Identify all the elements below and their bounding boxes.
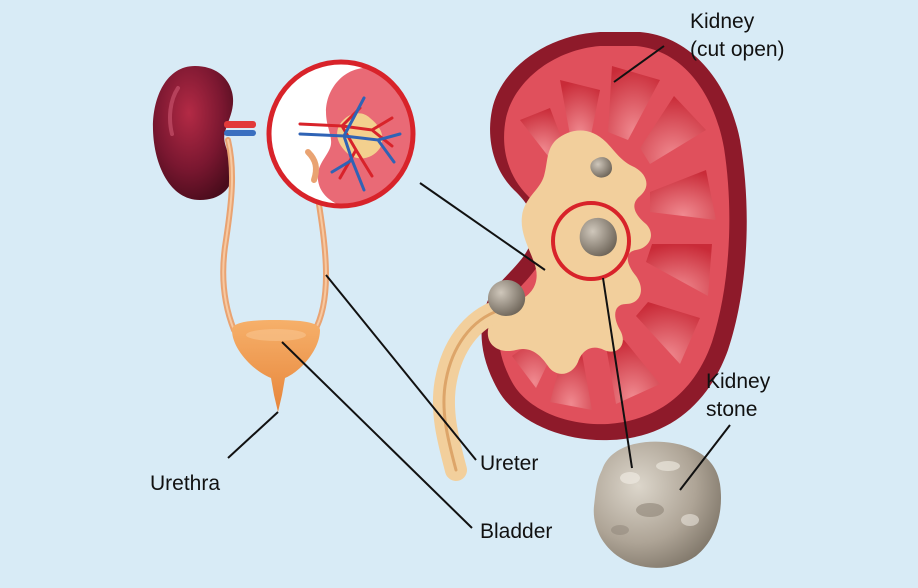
label-ureter: Ureter (480, 452, 539, 475)
leader-kidney-stone (679, 424, 731, 491)
leader-zoom-to-kidney (419, 182, 546, 271)
label-kidney-cut-open-line2: (cut open) (690, 38, 785, 61)
zoom-circle (266, 59, 416, 209)
label-bladder: Bladder (480, 520, 553, 543)
label-kidney-cut-open-line1: Kidney (690, 10, 755, 33)
large-kidney-stone (593, 441, 721, 568)
leader-bladder (281, 341, 473, 529)
leader-ureter (325, 274, 477, 461)
leader-urethra (227, 411, 279, 459)
label-kidney-stone-line2: stone (706, 398, 758, 421)
leader-lines (227, 45, 731, 529)
leader-stone-detail (602, 277, 633, 469)
bladder-shape (232, 320, 320, 412)
label-kidney-stone-line1: Kidney (706, 370, 771, 393)
large-kidney-cut-open (432, 32, 747, 481)
small-kidney-external (152, 66, 256, 333)
leader-kidney-cut-open (613, 45, 665, 83)
label-urethra: Urethra (150, 472, 221, 495)
